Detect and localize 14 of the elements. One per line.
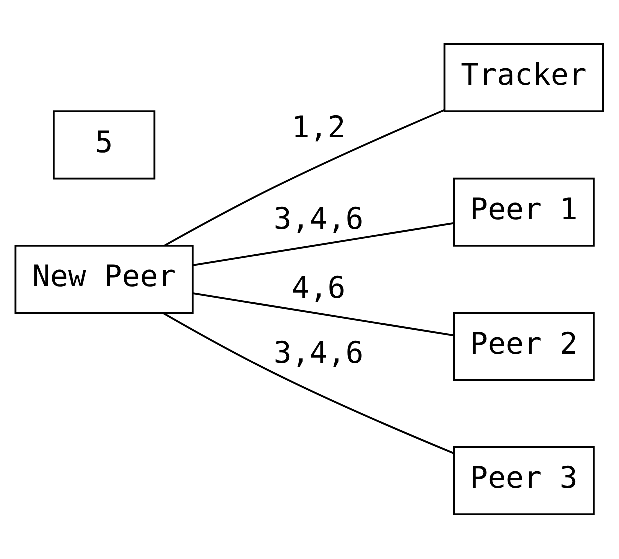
edge-label: 3,4,6	[274, 336, 364, 372]
node-box: 5	[53, 110, 156, 180]
edge-label: 3,4,6	[274, 202, 364, 237]
node-box: Tracker	[444, 44, 604, 113]
node-box: Peer 3	[453, 446, 595, 516]
connector	[193, 292, 454, 337]
node-box: New Peer	[14, 245, 194, 314]
connector	[164, 109, 445, 246]
edge-label: 1,2	[292, 110, 346, 146]
connector	[193, 222, 454, 266]
connector	[162, 312, 454, 454]
edge-label: 4,6	[292, 270, 346, 306]
node-box: Peer 2	[453, 312, 595, 382]
node-box: Peer 1	[453, 178, 595, 247]
